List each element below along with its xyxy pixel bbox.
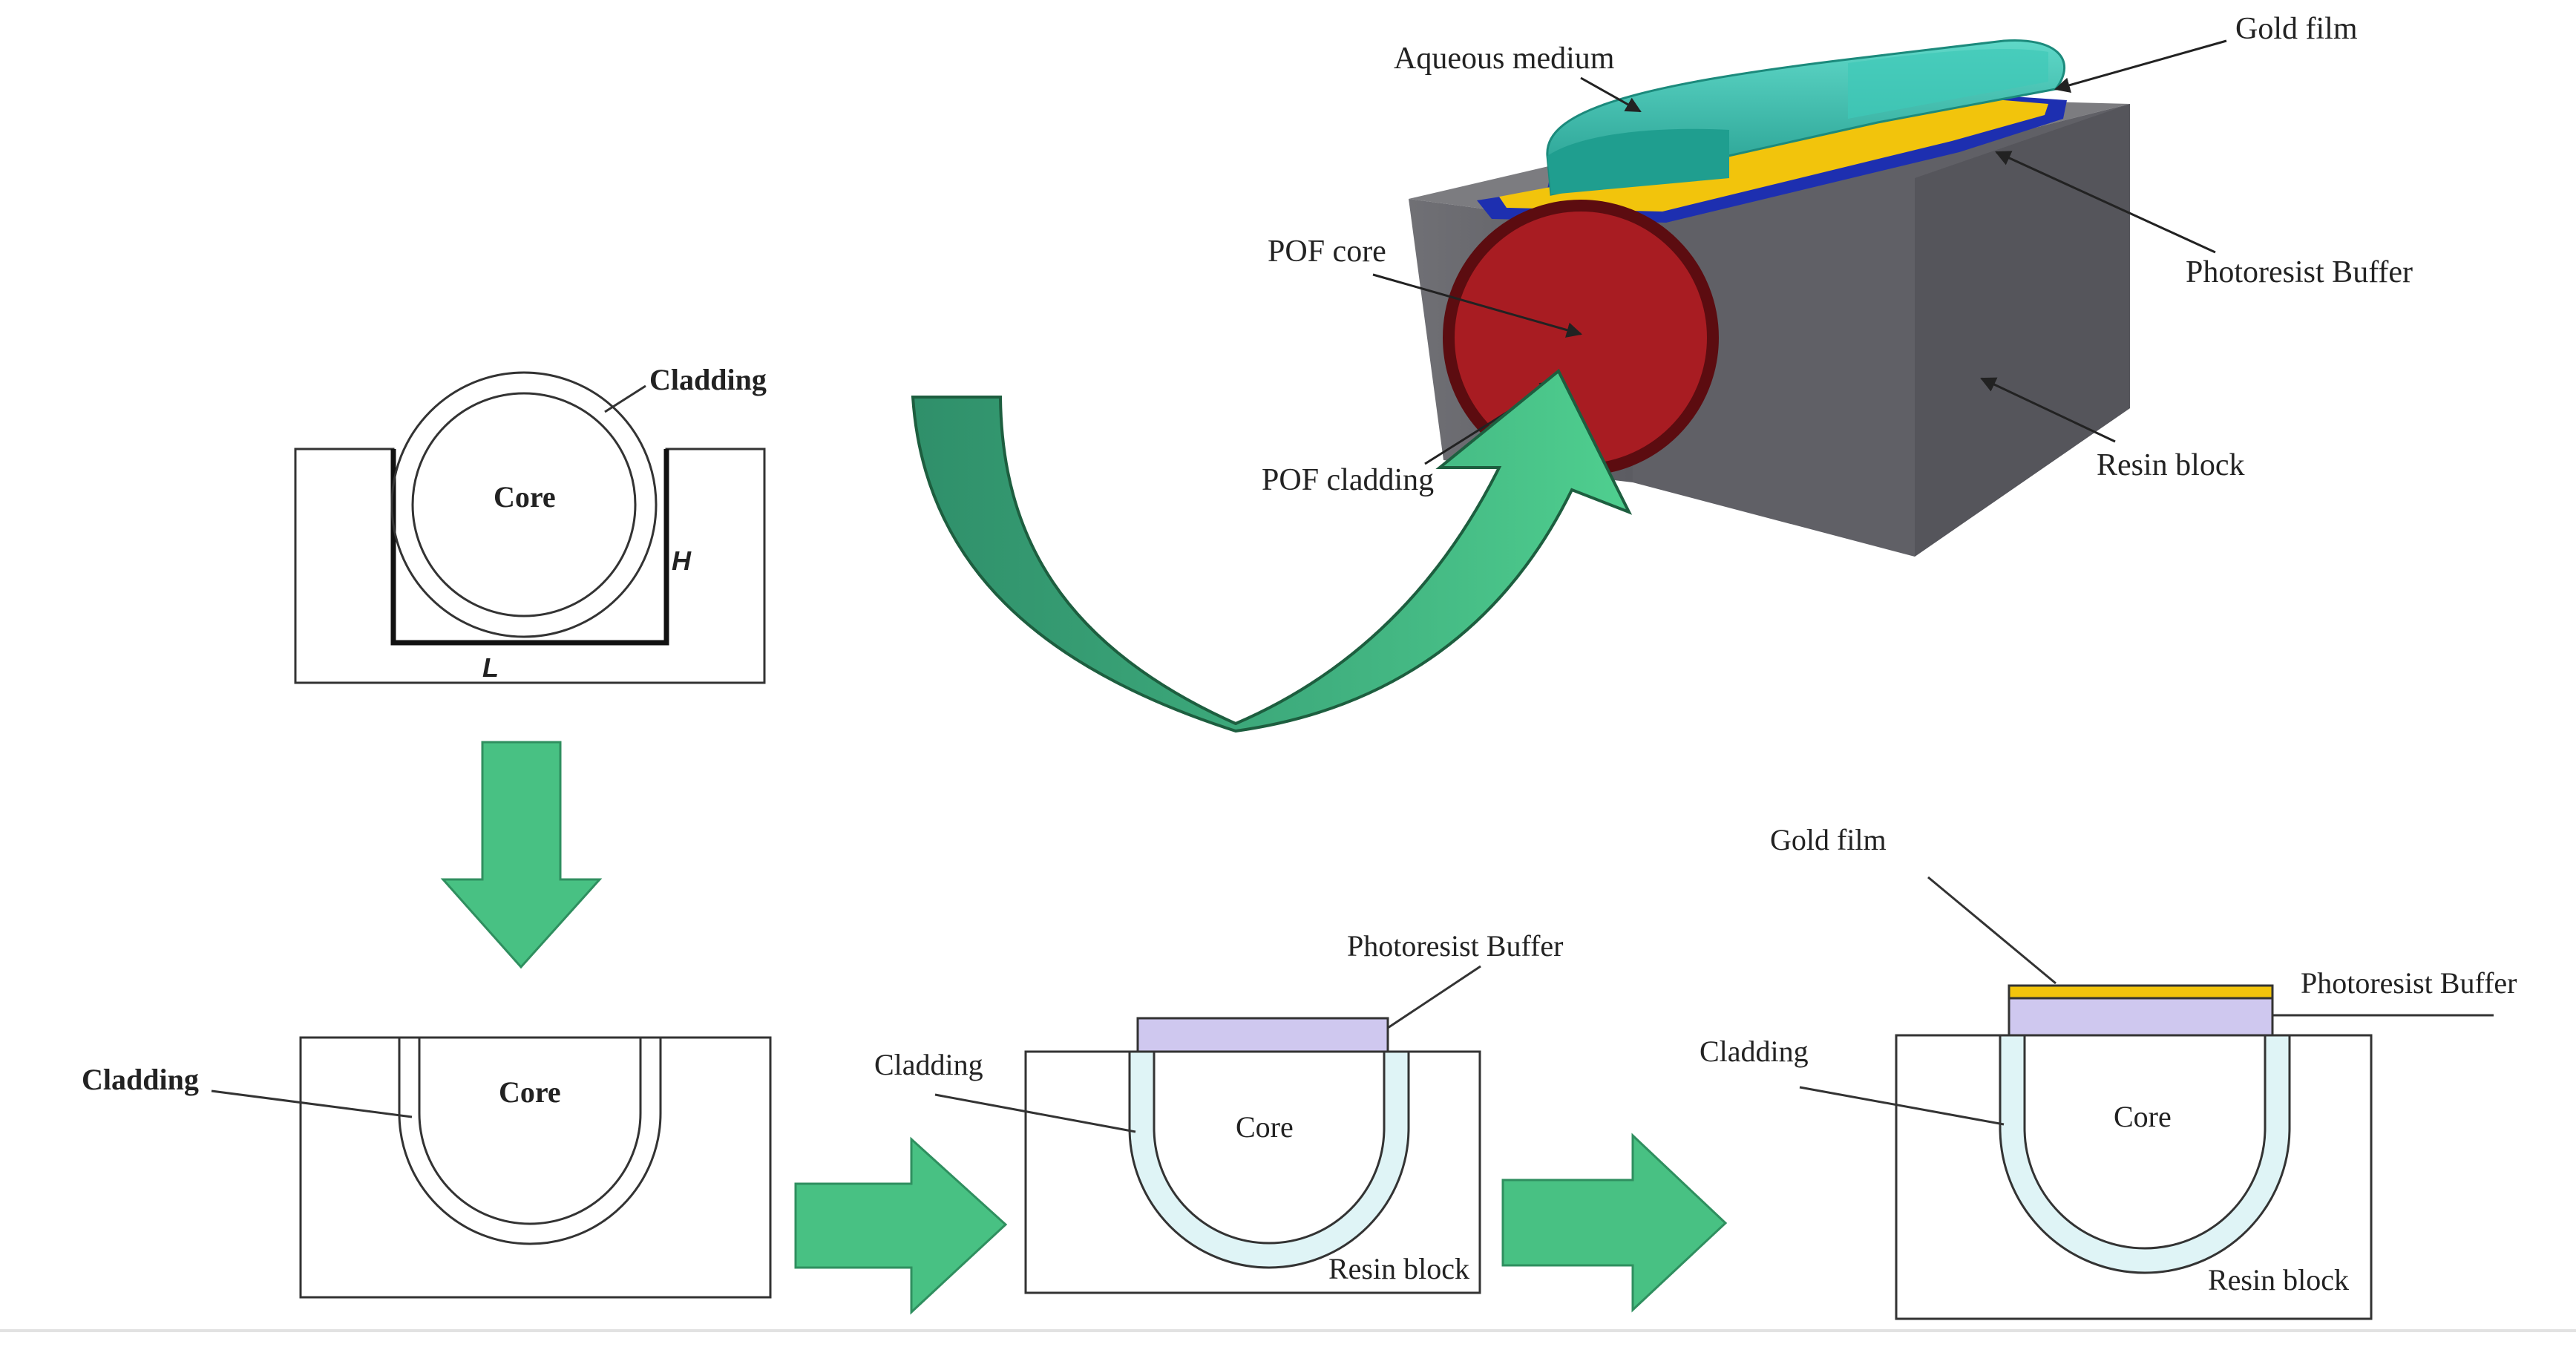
sensor-3d-view — [1409, 39, 2130, 557]
leader-pof-core — [1372, 273, 1583, 338]
leader-photoresist-step3 — [1387, 965, 1481, 1029]
curved-process-arrow — [911, 368, 1633, 733]
step3-photoresist-layer — [1136, 1017, 1389, 1053]
label-cladding-step1: Cladding — [649, 363, 767, 396]
step1-groove-diagram — [294, 371, 766, 684]
dimension-h: H — [672, 545, 692, 576]
step4-core-fill — [2023, 1034, 2267, 1250]
label-aqueous-medium: Aqueous medium — [1394, 42, 1615, 76]
step1-cladding-circle — [390, 371, 658, 638]
down-arrow — [440, 741, 603, 969]
step1-groove — [390, 449, 669, 646]
label-photoresist-buffer-3d: Photoresist Buffer — [2186, 255, 2413, 289]
label-cladding-step2: Cladding — [82, 1063, 199, 1096]
label-cladding-step3: Cladding — [874, 1048, 983, 1081]
step1-core-circle — [411, 392, 637, 617]
leader-photoresist-buffer-3d — [1995, 151, 2216, 254]
leader-cladding-step1 — [604, 384, 646, 413]
label-gold-film-3d: Gold film — [2235, 12, 2358, 46]
step3-photoresist-diagram — [1024, 1017, 1481, 1294]
step4-gold-film-diagram — [1895, 984, 2373, 1320]
step4-photoresist-layer — [2008, 997, 2274, 1037]
step3-core-fill — [1153, 1050, 1386, 1245]
label-gold-film-step4: Gold film — [1770, 823, 1887, 856]
resin-block-side-face — [1915, 104, 2130, 557]
leader-gold-film-3d — [2054, 39, 2227, 93]
label-photoresist-buffer-step3: Photoresist Buffer — [1347, 929, 1563, 963]
label-cladding-step4: Cladding — [1700, 1035, 1809, 1068]
label-resin-block-step3: Resin block — [1328, 1252, 1469, 1285]
right-arrow-1 — [794, 1136, 1008, 1315]
label-pof-core: POF core — [1268, 235, 1386, 269]
aqueous-medium-highlight — [1848, 48, 2048, 119]
leader-cladding-step3 — [934, 1093, 1136, 1133]
leader-resin-block-3d — [1980, 377, 2116, 443]
leader-cladding-step4 — [1799, 1086, 2005, 1126]
label-core-step2: Core — [499, 1075, 561, 1109]
leader-cladding-step2 — [211, 1089, 413, 1118]
label-resin-block-3d: Resin block — [2097, 448, 2244, 482]
label-core-step4: Core — [2114, 1100, 2172, 1133]
label-core-step3: Core — [1236, 1110, 1294, 1144]
label-resin-block-step4: Resin block — [2208, 1263, 2349, 1297]
step2-core-arc — [418, 1036, 642, 1225]
step2-polished-diagram — [299, 1036, 772, 1299]
label-pof-cladding: POF cladding — [1262, 463, 1434, 497]
label-core-step1: Core — [494, 480, 556, 514]
dimension-l: L — [482, 652, 499, 683]
leader-aqueous-medium — [1580, 76, 1642, 113]
aqueous-medium-front — [1547, 128, 1729, 194]
leader-gold-film-step4 — [1927, 876, 2056, 985]
label-photoresist-buffer-step4: Photoresist Buffer — [2301, 966, 2517, 1000]
step4-gold-layer — [2008, 984, 2274, 1000]
right-arrow-2 — [1501, 1133, 1728, 1313]
